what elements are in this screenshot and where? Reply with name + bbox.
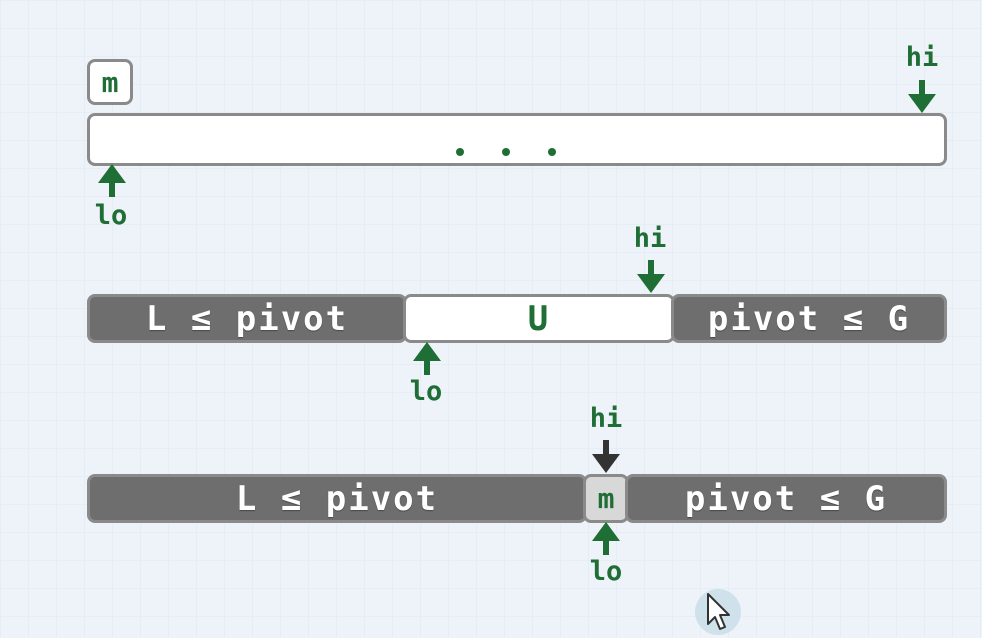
unsorted-array-bar: . . . [87, 113, 947, 166]
less-than-pivot-label-row3: L ≤ pivot [235, 478, 439, 519]
greater-than-pivot-segment: pivot ≤ G [671, 294, 947, 343]
greater-than-pivot-label-row3: pivot ≤ G [684, 478, 888, 519]
less-than-pivot-segment: L ≤ pivot [87, 294, 407, 343]
mouse-cursor-icon [695, 589, 741, 635]
lo-pointer-label-row3: lo [589, 556, 623, 587]
pivot-element-box: m [583, 474, 629, 523]
less-than-pivot-segment-row3: L ≤ pivot [87, 474, 587, 523]
unknown-segment-label: U [527, 298, 551, 339]
lo-up-arrow-icon-row2 [413, 342, 441, 375]
lo-pointer-label: lo [94, 200, 128, 231]
hi-pointer-label-row3: hi [589, 403, 623, 434]
m-marker-box: m [87, 59, 133, 105]
pivot-element-label: m [597, 482, 615, 515]
hi-down-arrow-icon-row3 [592, 440, 620, 473]
greater-than-pivot-label: pivot ≤ G [707, 298, 911, 339]
hi-pointer-label-row2: hi [633, 223, 667, 254]
hi-pointer-label: hi [905, 42, 939, 73]
m-marker-label: m [101, 65, 119, 99]
hi-down-arrow-icon [908, 80, 936, 113]
ellipsis-dots [456, 148, 556, 156]
unknown-segment: U [403, 294, 675, 343]
greater-than-pivot-segment-row3: pivot ≤ G [625, 474, 947, 523]
lo-up-arrow-icon-row3 [592, 522, 620, 555]
hi-down-arrow-icon-row2 [637, 260, 665, 293]
lo-pointer-label-row2: lo [409, 376, 443, 407]
less-than-pivot-label: L ≤ pivot [145, 298, 349, 339]
lo-up-arrow-icon [98, 164, 126, 197]
